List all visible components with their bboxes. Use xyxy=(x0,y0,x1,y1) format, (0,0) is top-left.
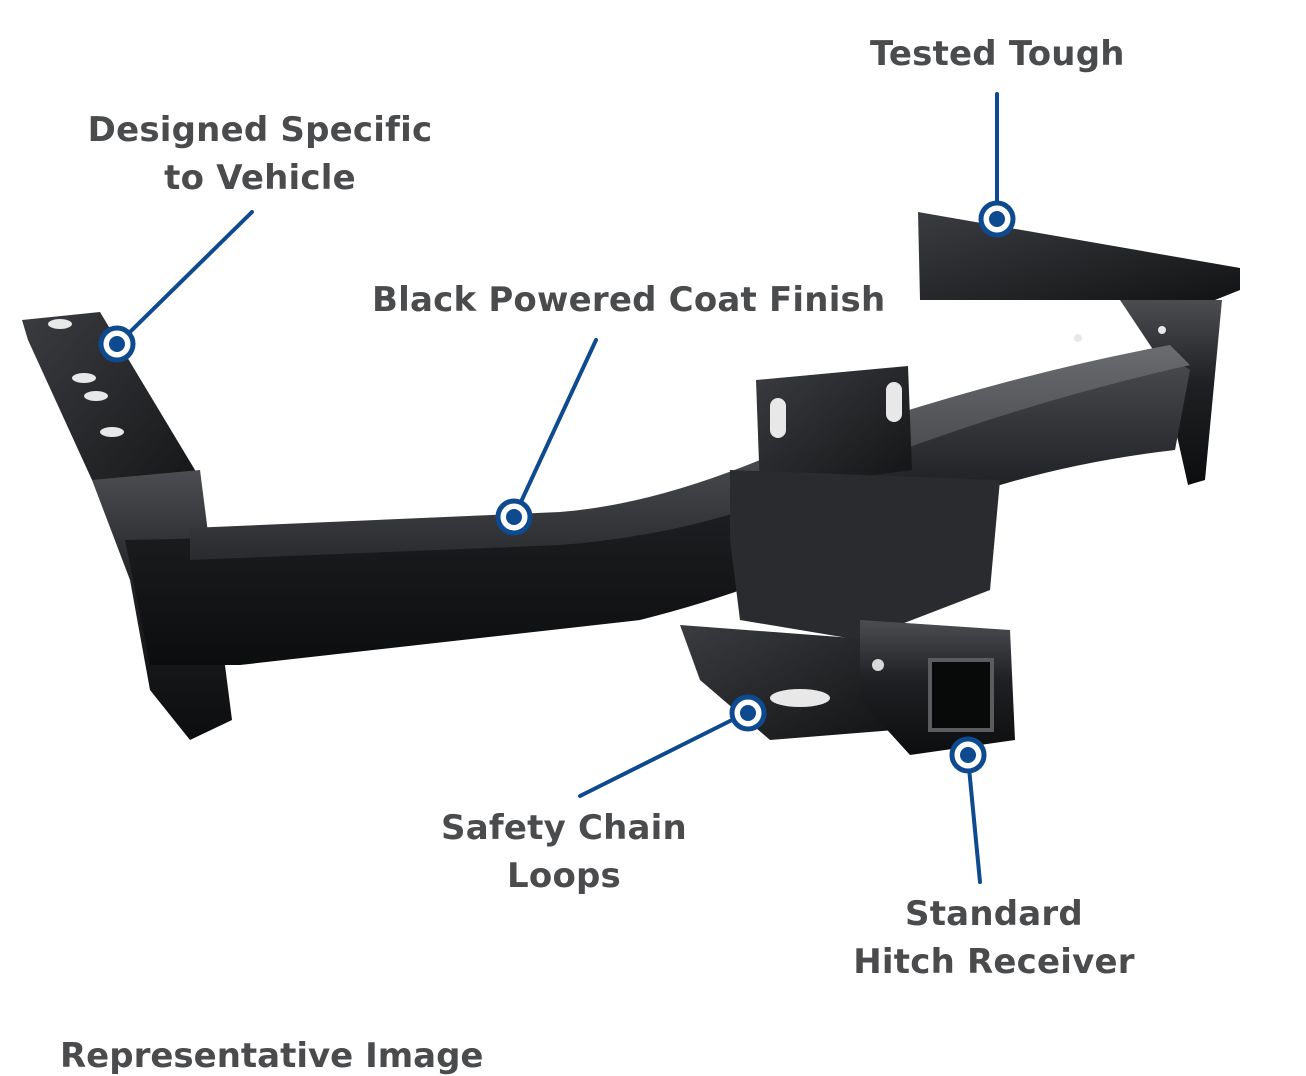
bracket-hole xyxy=(48,319,72,329)
callout-safety-chain: Safety Chain Loops xyxy=(414,804,714,900)
leader-line-safety xyxy=(578,716,738,798)
chain-loop-hole xyxy=(770,689,830,707)
bracket-hole xyxy=(1158,326,1166,334)
callout-hitch-receiver: Standard Hitch Receiver xyxy=(834,890,1154,986)
callout-dot-designed xyxy=(98,325,136,363)
callout-leaders xyxy=(126,92,999,884)
leader-line-finish xyxy=(518,338,598,506)
plate-slot xyxy=(770,398,786,438)
bracket-hole xyxy=(84,391,108,401)
callout-dot-safety xyxy=(729,694,767,732)
left-mount-bracket xyxy=(22,312,200,520)
bracket-hole xyxy=(1074,334,1082,342)
callout-coat-finish: Black Powered Coat Finish xyxy=(372,280,886,320)
receiver-opening xyxy=(928,658,994,732)
callout-safety-line1: Safety Chain xyxy=(441,808,687,848)
representative-image-caption: Representative Image xyxy=(60,1036,484,1076)
hitch-illustration xyxy=(22,92,1240,884)
callout-receiver-line1: Standard xyxy=(905,894,1083,934)
bracket-hole xyxy=(100,427,124,437)
cross-tube-top xyxy=(190,345,1190,560)
callout-dots xyxy=(98,200,1016,774)
pin-hole xyxy=(872,659,884,671)
callout-receiver-line2: Hitch Receiver xyxy=(853,942,1135,982)
center-mount-plate xyxy=(756,366,912,490)
safety-chain-plate xyxy=(680,625,895,740)
callout-dot-finish xyxy=(495,498,533,536)
callout-designed-specific: Designed Specific to Vehicle xyxy=(60,106,460,202)
callout-dot-receiver xyxy=(949,736,987,774)
leader-line-receiver xyxy=(967,766,982,884)
callout-dot-tested xyxy=(978,200,1016,238)
callout-designed-line2: to Vehicle xyxy=(164,158,356,198)
hitch-product xyxy=(22,212,1240,755)
right-mount-bracket xyxy=(918,212,1240,300)
leader-line-designed xyxy=(126,210,254,336)
bracket-hole xyxy=(72,373,96,383)
callout-safety-line2: Loops xyxy=(507,856,621,896)
receiver-gusset xyxy=(730,470,1000,640)
plate-slot xyxy=(886,382,902,422)
callout-designed-line1: Designed Specific xyxy=(87,110,433,150)
callout-tested-tough: Tested Tough xyxy=(870,34,1125,74)
